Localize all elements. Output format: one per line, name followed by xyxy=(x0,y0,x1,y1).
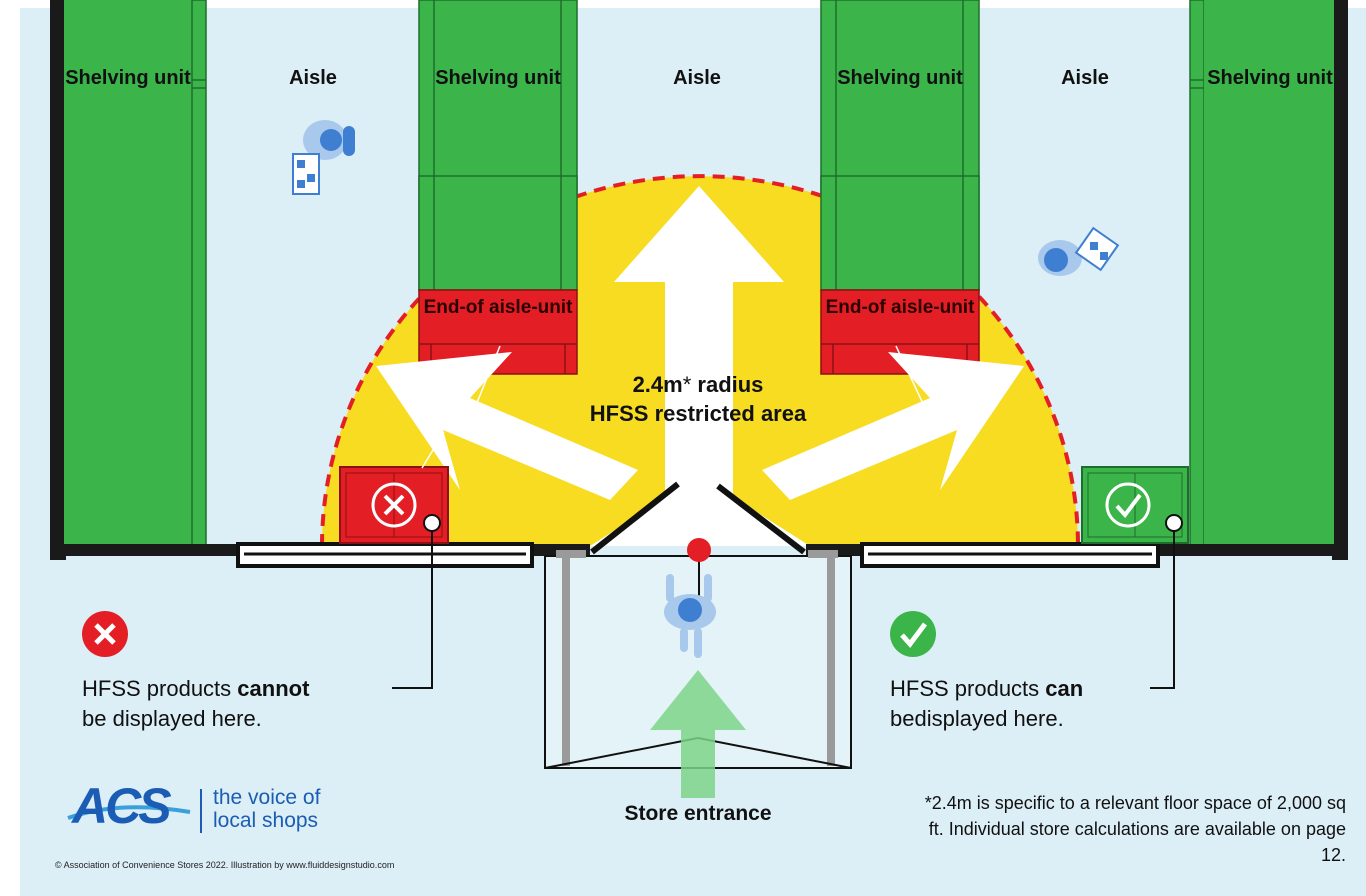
radius-asterisk: * xyxy=(682,372,692,397)
radius-value: 2.4m xyxy=(632,372,683,397)
arrow-left xyxy=(376,352,638,500)
label-radius: 2.4m* radius xyxy=(538,371,858,398)
shopper-icon xyxy=(664,574,716,658)
label-restricted-area: HFSS restricted area xyxy=(589,401,807,426)
caption-can-line2: bedisplayed here. xyxy=(890,706,1064,731)
end-unit-pointers xyxy=(421,345,927,469)
leader-lines xyxy=(392,531,1175,689)
caption-cannot: HFSS products cannot xyxy=(82,674,309,703)
caption-cannot-pre: HFSS products xyxy=(82,676,238,701)
label-end-of-aisle-right: End-of aisle-unit xyxy=(825,297,975,318)
label-aisle-2: Aisle xyxy=(673,67,721,89)
cross-icon xyxy=(82,611,128,657)
not-allowed-display-unit xyxy=(339,466,449,544)
caption-cannot-line2: be displayed here. xyxy=(82,706,262,731)
acs-logo-swoosh xyxy=(67,805,191,820)
entrance-arrow-icon xyxy=(650,670,746,798)
copyright: © Association of Convenience Stores 2022… xyxy=(55,860,395,870)
radius-word: radius xyxy=(691,372,764,397)
caption-can: HFSS products can xyxy=(890,674,1083,703)
caption-can-bold: can xyxy=(1045,676,1084,701)
left-wall xyxy=(50,0,66,560)
shelf-overlap-right xyxy=(820,175,980,291)
label-end-of-aisle-left: End-of aisle-unit xyxy=(423,297,573,318)
logo-divider xyxy=(200,789,202,833)
label-shelving-unit-2: Shelving unit xyxy=(435,67,561,89)
entrance-doors xyxy=(590,481,806,555)
shopper-with-basket-icon-2 xyxy=(1038,226,1120,276)
caption-cannot-bold: cannot xyxy=(237,676,310,701)
footnote: *2.4m is specific to a relevant floor sp… xyxy=(924,793,1346,865)
arrow-up xyxy=(614,186,784,500)
restricted-area-boundary xyxy=(320,174,1080,547)
label-aisle-3: Aisle xyxy=(1061,67,1109,89)
label-shelving-unit-4: Shelving unit xyxy=(1207,67,1333,89)
entrance-centre-point xyxy=(687,538,711,562)
acs-logo: ACS xyxy=(72,778,172,834)
shelf-overlap-left xyxy=(418,175,578,291)
front-wall xyxy=(50,542,1348,568)
arrow-base xyxy=(590,476,810,546)
shelving-unit-1 xyxy=(64,0,207,547)
shelving-unit-4 xyxy=(1189,0,1334,547)
right-wall xyxy=(1332,0,1348,560)
label-shelving-unit-3: Shelving unit xyxy=(837,67,963,89)
caption-can-pre: HFSS products xyxy=(890,676,1046,701)
label-store-entrance: Store entrance xyxy=(624,802,772,825)
logo-tagline-2: local shops xyxy=(213,809,319,832)
label-aisle-1: Aisle xyxy=(289,67,337,89)
arrow-right xyxy=(762,352,1024,500)
radius-arrows xyxy=(376,186,1024,546)
shopper-with-basket-icon xyxy=(292,120,355,195)
allowed-display-unit xyxy=(1081,466,1189,544)
check-icon xyxy=(890,611,936,657)
entrance-lobby xyxy=(544,538,852,798)
label-shelving-unit-1: Shelving unit xyxy=(65,67,191,89)
logo-tagline-1: the voice of xyxy=(213,786,321,809)
